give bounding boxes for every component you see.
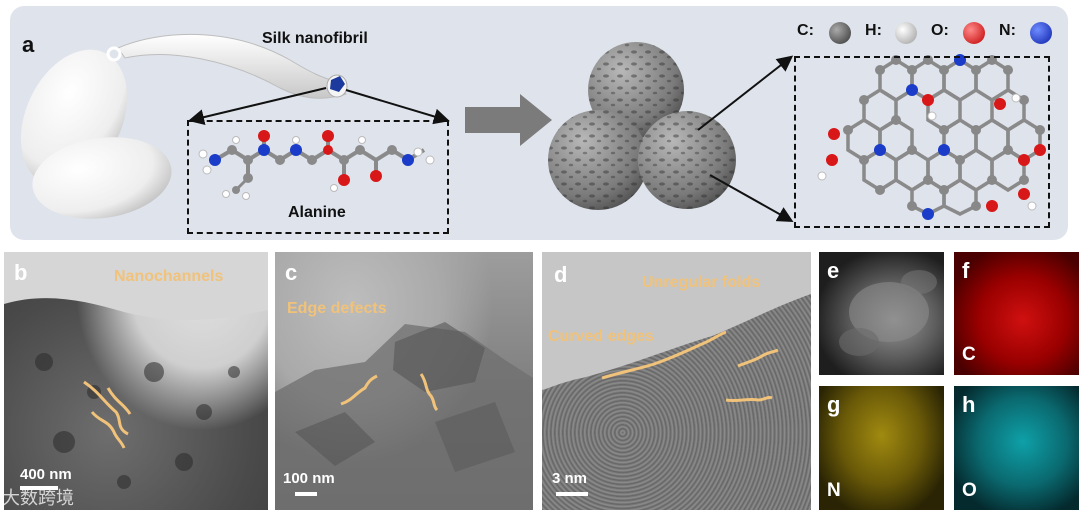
panel-h-element-label: O bbox=[962, 480, 977, 501]
panel-g-nitrogen-map: g N bbox=[819, 386, 944, 510]
panel-b-scale-bar bbox=[20, 486, 58, 490]
hydrogen-atom-icon bbox=[895, 22, 917, 44]
oxygen-atom-icon bbox=[963, 22, 985, 44]
nitrogen-atom-icon bbox=[1030, 22, 1052, 44]
carbon-atom-icon bbox=[829, 22, 851, 44]
nanochannel-traces bbox=[83, 380, 132, 449]
nanochannels-annotation: Nanochannels bbox=[114, 268, 224, 285]
panel-d-scale-label: 3 nm bbox=[552, 470, 588, 487]
unregular-folds-annotation: Unregular folds bbox=[642, 274, 761, 291]
legend-label-h: H: bbox=[865, 22, 882, 39]
porous-carbon-spheres bbox=[548, 42, 736, 210]
legend-label-o: O: bbox=[931, 22, 949, 39]
panel-f-element-label: C bbox=[962, 344, 976, 365]
panel-c-scale-label: 100 nm bbox=[283, 470, 335, 487]
curved-edge-traces bbox=[601, 330, 779, 403]
edge-defects-annotation: Edge defects bbox=[287, 300, 387, 317]
silk-nanofibril-label: Silk nanofibril bbox=[262, 30, 368, 47]
structure-zoom-box bbox=[794, 56, 1050, 228]
panel-h-letter: h bbox=[962, 392, 976, 417]
alanine-molecule bbox=[198, 130, 435, 200]
panel-e-stem-image: e bbox=[819, 252, 944, 375]
panel-f-letter: f bbox=[962, 258, 970, 283]
panel-d-letter: d bbox=[554, 262, 568, 287]
watermark: 大数跨境 bbox=[2, 488, 74, 509]
panel-g-letter: g bbox=[827, 392, 841, 417]
panel-a-illustration bbox=[20, 33, 1046, 222]
curved-edges-annotation: Curved edges bbox=[548, 328, 654, 345]
panel-g-element-label: N bbox=[827, 480, 841, 501]
panel-b-tem-image: b Nanochannels 400 nm bbox=[4, 252, 268, 510]
edge-defect-traces bbox=[340, 373, 439, 412]
panel-f-carbon-map: f C bbox=[954, 252, 1079, 375]
panel-d-scale-bar bbox=[556, 492, 588, 496]
panel-c-letter: c bbox=[285, 260, 298, 285]
panel-b-scale-label: 400 nm bbox=[20, 466, 72, 483]
panel-b-letter: b bbox=[14, 260, 28, 285]
silk-nanofibril bbox=[117, 33, 347, 99]
process-arrow bbox=[465, 94, 552, 146]
legend-label-n: N: bbox=[999, 22, 1016, 39]
panel-h-oxygen-map: h O bbox=[954, 386, 1079, 510]
panel-d-hrtem-image: d Unregular folds Curved edges 3 nm bbox=[542, 252, 811, 510]
panel-e-letter: e bbox=[827, 258, 840, 283]
panel-a-letter: a bbox=[22, 32, 35, 57]
alanine-zoom-box bbox=[187, 120, 449, 234]
panel-c-tem-image: c Edge defects 100 nm bbox=[275, 252, 533, 510]
fibril-crystal bbox=[330, 76, 345, 92]
alanine-label: Alanine bbox=[288, 204, 346, 221]
panel-c-scale-bar bbox=[295, 492, 317, 496]
cocoon-front bbox=[32, 137, 172, 219]
legend-label-c: C: bbox=[797, 22, 814, 39]
